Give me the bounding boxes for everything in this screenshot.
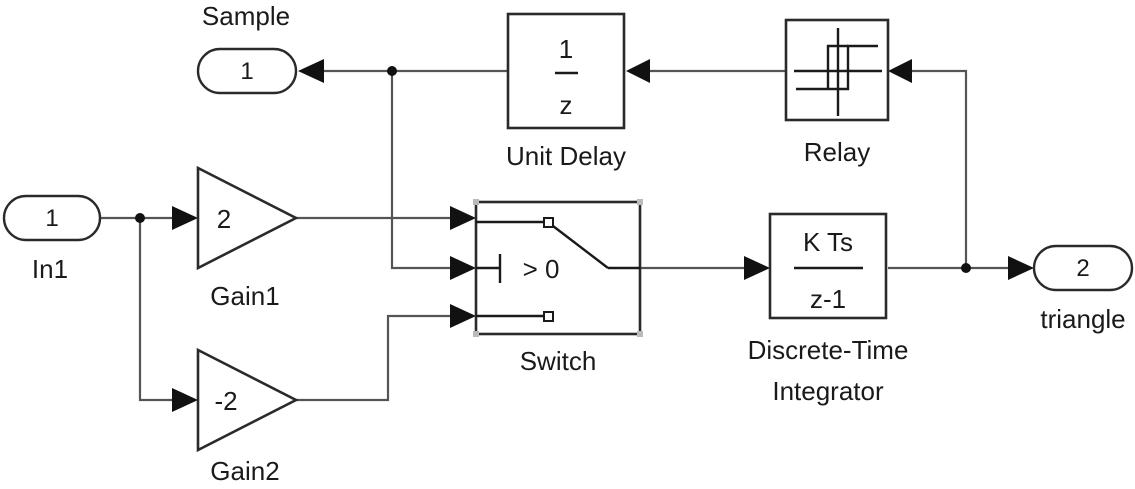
arrowhead-gain2-input — [172, 388, 198, 412]
wire-delay-to-switch-control[interactable] — [390, 71, 456, 270]
relay-hysteresis-icon — [794, 28, 882, 116]
arrowhead-switch-in1 — [450, 206, 476, 230]
arrowhead-delay-input — [626, 59, 650, 83]
outport-triangle-number: 2 — [1076, 255, 1089, 282]
integrator-block[interactable]: K Ts z-1 — [768, 212, 888, 320]
selection-handle-br[interactable] — [637, 331, 643, 337]
branch-point-integrator — [961, 263, 971, 273]
gain2-value: -2 — [214, 386, 237, 416]
inport-in1-label: In1 — [32, 254, 68, 284]
relay-label: Relay — [804, 137, 870, 167]
arrowhead-switch-in2 — [450, 256, 476, 280]
arrowhead-relay-input — [888, 59, 912, 83]
arrowhead-switch-in3 — [450, 304, 476, 328]
selection-handle-tr[interactable] — [637, 199, 643, 205]
branch-point-in1 — [135, 213, 145, 223]
selection-handle-bl[interactable] — [473, 331, 479, 337]
unit-delay-numerator: 1 — [559, 34, 573, 64]
gain1-block[interactable]: 2 — [196, 165, 299, 271]
integrator-denominator: z-1 — [810, 284, 846, 314]
integrator-label-line1: Discrete-Time — [748, 335, 909, 365]
outport-sample[interactable]: 1 — [196, 47, 298, 95]
inport-in1[interactable]: 1 — [2, 194, 102, 242]
arrowhead-sample-input — [298, 59, 324, 83]
wire-gain2-to-switch[interactable] — [296, 314, 456, 402]
selection-handle-tl[interactable] — [473, 199, 479, 205]
integrator-numerator: K Ts — [803, 227, 853, 257]
integrator-label-line2: Integrator — [772, 376, 884, 406]
outport-triangle-label: triangle — [1040, 304, 1125, 334]
branch-point-delay — [387, 66, 397, 76]
outport-sample-label: Sample — [202, 1, 290, 31]
arrowhead-gain1-input — [172, 206, 198, 230]
switch-label: Switch — [520, 346, 597, 376]
outport-triangle[interactable]: 2 — [1032, 244, 1134, 292]
switch-block[interactable]: > 0 — [473, 199, 643, 337]
arrowhead-integrator-input — [744, 256, 770, 280]
switch-glyph — [476, 217, 640, 322]
gain1-value: 2 — [217, 204, 231, 234]
unit-delay-block[interactable]: 1 z — [506, 12, 626, 130]
gain2-label: Gain2 — [210, 456, 279, 486]
arrowhead-triangle-input — [1008, 256, 1034, 280]
gain1-label: Gain1 — [210, 281, 279, 311]
outport-sample-number: 1 — [240, 58, 253, 85]
unit-delay-label: Unit Delay — [506, 141, 626, 171]
inport-in1-number: 1 — [45, 205, 58, 232]
wire-integrator-to-relay[interactable] — [910, 69, 968, 268]
relay-block[interactable] — [784, 18, 890, 122]
unit-delay-denominator: z — [560, 90, 573, 120]
switch-criterion: > 0 — [523, 254, 560, 284]
wire-in1-to-gain2[interactable] — [138, 218, 178, 402]
gain2-block[interactable]: -2 — [196, 347, 299, 453]
